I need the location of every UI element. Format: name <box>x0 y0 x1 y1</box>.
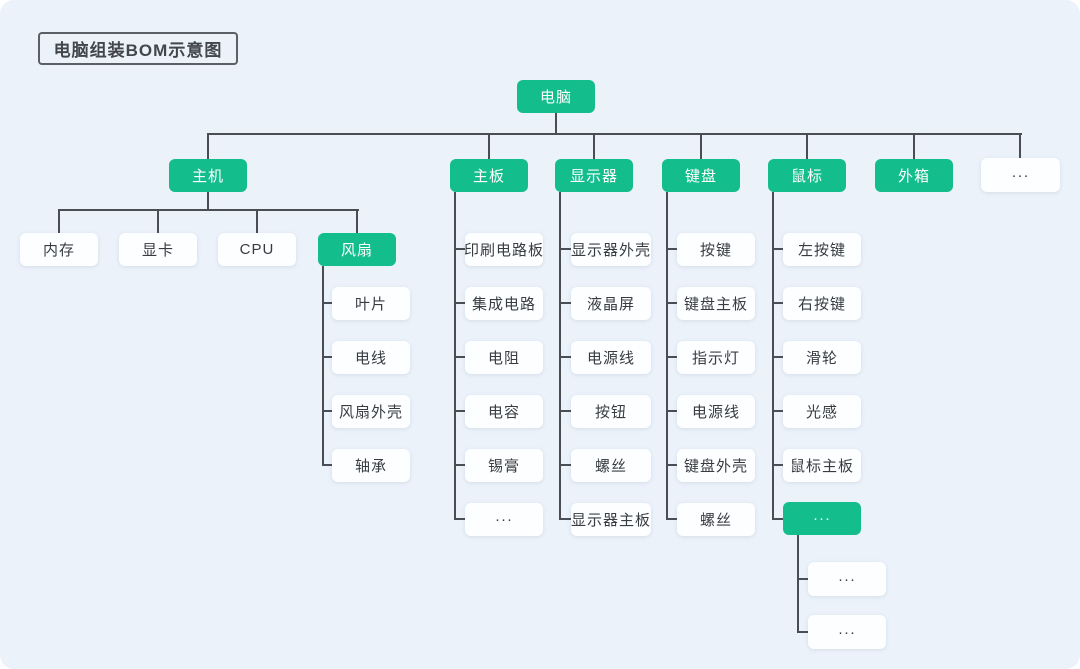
node-monitor-shell[interactable]: 显示器外壳 <box>571 233 651 266</box>
connector-line <box>772 356 783 358</box>
node-scroll-wheel[interactable]: 滑轮 <box>783 341 861 374</box>
node-fan-blade[interactable]: 叶片 <box>332 287 410 320</box>
node-more[interactable]: ··· <box>981 158 1060 192</box>
node-capacitor[interactable]: 电容 <box>465 395 543 428</box>
connector-line <box>772 464 783 466</box>
connector-line <box>454 410 465 412</box>
connector-line <box>559 464 571 466</box>
node-computer[interactable]: 电脑 <box>517 80 595 113</box>
connector-line <box>593 133 595 159</box>
node-keyboard-board[interactable]: 键盘主板 <box>677 287 755 320</box>
connector-line <box>454 248 465 250</box>
node-more-child-1[interactable]: ··· <box>808 562 886 596</box>
connector-line <box>559 518 571 520</box>
connector-line <box>58 209 60 233</box>
node-keyboard-power-cable[interactable]: 电源线 <box>677 395 755 428</box>
node-fan-bearing[interactable]: 轴承 <box>332 449 410 482</box>
node-lcd-screen[interactable]: 液晶屏 <box>571 287 651 320</box>
node-host[interactable]: 主机 <box>169 159 247 192</box>
connector-line <box>797 631 808 633</box>
node-mouse-more[interactable]: ··· <box>783 502 861 535</box>
connector-line <box>559 356 571 358</box>
connector-line <box>256 209 258 233</box>
node-ic[interactable]: 集成电路 <box>465 287 543 320</box>
connector-line <box>772 410 783 412</box>
connector-line <box>666 356 677 358</box>
node-keycaps[interactable]: 按键 <box>677 233 755 266</box>
connector-line <box>322 410 332 412</box>
diagram-title: 电脑组装BOM示意图 <box>38 32 238 65</box>
node-keyboard[interactable]: 键盘 <box>662 159 740 192</box>
node-indicator-light[interactable]: 指示灯 <box>677 341 755 374</box>
connector-line <box>454 356 465 358</box>
node-mainboard[interactable]: 主板 <box>450 159 528 192</box>
node-cpu[interactable]: CPU <box>218 233 296 266</box>
node-memory[interactable]: 内存 <box>20 233 98 266</box>
node-mouse-left-button[interactable]: 左按键 <box>783 233 861 266</box>
connector-line <box>666 248 677 250</box>
connector-line <box>700 133 702 159</box>
connector-line <box>555 113 557 135</box>
connector-line <box>559 410 571 412</box>
node-monitor-power-cable[interactable]: 电源线 <box>571 341 651 374</box>
connector-line <box>913 133 915 159</box>
connector-line <box>454 518 465 520</box>
node-mouse-right-button[interactable]: 右按键 <box>783 287 861 320</box>
node-fan-wire[interactable]: 电线 <box>332 341 410 374</box>
connector-line <box>797 535 799 633</box>
connector-line <box>666 518 677 520</box>
connector-line <box>1019 133 1021 159</box>
connector-line <box>207 192 209 210</box>
connector-line <box>559 302 571 304</box>
node-gpu[interactable]: 显卡 <box>119 233 197 266</box>
node-case[interactable]: 外箱 <box>875 159 953 192</box>
connector-line <box>356 209 358 233</box>
node-solder-paste[interactable]: 锡膏 <box>465 449 543 482</box>
node-monitor-board[interactable]: 显示器主板 <box>571 503 651 536</box>
node-mouse[interactable]: 鼠标 <box>768 159 846 192</box>
node-fan[interactable]: 风扇 <box>318 233 396 266</box>
node-keyboard-shell[interactable]: 键盘外壳 <box>677 449 755 482</box>
connector-line <box>806 133 808 159</box>
node-pcb[interactable]: 印刷电路板 <box>464 233 543 266</box>
node-monitor[interactable]: 显示器 <box>555 159 633 192</box>
node-light-sensor[interactable]: 光感 <box>783 395 861 428</box>
connector-line <box>157 209 159 233</box>
node-monitor-button[interactable]: 按钮 <box>571 395 651 428</box>
connector-line <box>772 518 783 520</box>
connector-line <box>772 248 783 250</box>
connector-line <box>666 410 677 412</box>
connector-line <box>322 356 332 358</box>
connector-line <box>797 578 808 580</box>
connector-line <box>322 302 332 304</box>
connector-line <box>559 248 571 250</box>
node-keyboard-screws[interactable]: 螺丝 <box>677 503 755 536</box>
node-fan-shell[interactable]: 风扇外壳 <box>332 395 410 428</box>
connector-line <box>666 302 677 304</box>
node-resistor[interactable]: 电阻 <box>465 341 543 374</box>
connector-line <box>58 209 359 211</box>
connector-line <box>454 464 465 466</box>
connector-line <box>322 266 324 466</box>
connector-line <box>772 302 783 304</box>
connector-line <box>207 133 209 159</box>
connector-line <box>454 302 465 304</box>
connector-line <box>207 133 1022 135</box>
node-mouse-board[interactable]: 鼠标主板 <box>783 449 861 482</box>
connector-line <box>322 464 332 466</box>
node-monitor-screws[interactable]: 螺丝 <box>571 449 651 482</box>
connector-line <box>488 133 490 159</box>
connector-line <box>666 464 677 466</box>
node-more-child-2[interactable]: ··· <box>808 615 886 649</box>
node-mainboard-more[interactable]: ··· <box>465 503 543 536</box>
